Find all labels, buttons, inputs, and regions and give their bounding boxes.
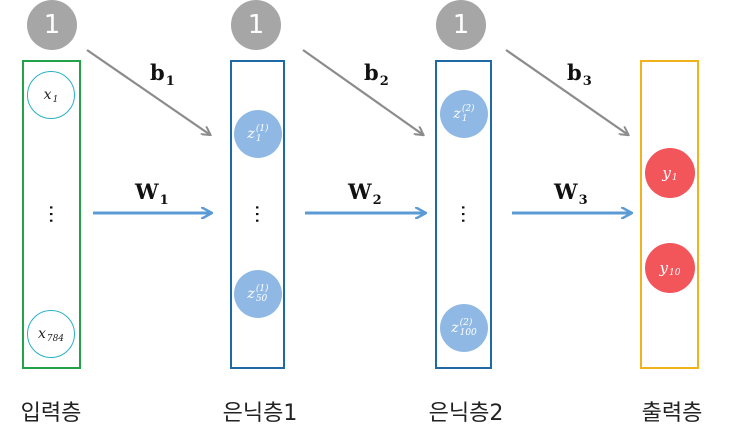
bias-label-1: b1 [150, 60, 175, 89]
weight-label-1: W1 [135, 179, 169, 208]
weight-label-3-symbol: W [554, 179, 578, 204]
hidden2-node-last-sub: 100 [459, 328, 477, 338]
hidden2-layer-box [435, 60, 492, 369]
hidden1-ellipsis: ⋯ [246, 204, 270, 224]
output-layer-label: 출력층 [641, 401, 703, 426]
bias-label-2-symbol: b [364, 60, 379, 85]
bias-arrow-3 [505, 49, 627, 134]
bias-label-1-sub: 1 [165, 74, 175, 89]
hidden1-layer-box [230, 60, 285, 369]
bias-label-3: b3 [567, 60, 592, 89]
weight-label-2-sub: 2 [372, 193, 382, 208]
weight-label-2: W2 [348, 179, 382, 208]
weight-label-2-symbol: W [348, 179, 372, 204]
bias-label-1-symbol: b [150, 60, 165, 85]
weight-label-1-sub: 1 [159, 193, 169, 208]
input-layer-box [22, 60, 81, 369]
weight-label-3: W3 [554, 179, 588, 208]
hidden1-node-last-symbol: z [247, 286, 255, 302]
bias-label-2-sub: 2 [379, 74, 389, 89]
output-layer-box [640, 60, 699, 369]
hidden1-node-last-sub: 50 [255, 294, 268, 304]
hidden2-node-first: z (2)1 [440, 90, 488, 138]
output-node-first-sub: 1 [671, 173, 678, 183]
bias-node-1: 1 [27, 0, 77, 50]
hidden1-node-first-sub: 1 [255, 134, 262, 144]
hidden1-node-last: z (1)50 [234, 270, 282, 318]
hidden2-node-last: z (2)100 [440, 304, 488, 352]
bias-label-3-symbol: b [567, 60, 582, 85]
input-layer-label: 입력층 [20, 401, 82, 426]
bias-arrow-2 [302, 49, 422, 134]
hidden2-ellipsis: ⋯ [452, 204, 476, 224]
hidden1-node-last-sup: (1) [255, 284, 269, 294]
input-node-last-sub: 784 [46, 334, 65, 344]
hidden1-node-first-symbol: z [247, 126, 255, 142]
bias-label-2: b2 [364, 60, 389, 89]
hidden1-layer-label: 은닉층1 [222, 401, 298, 426]
weight-label-3-sub: 3 [578, 193, 588, 208]
hidden2-node-first-sup: (2) [461, 104, 475, 114]
output-node-first-symbol: y [662, 164, 671, 182]
bias-node-2: 1 [231, 0, 281, 50]
weight-label-1-symbol: W [135, 179, 159, 204]
hidden2-node-first-symbol: z [453, 106, 461, 122]
hidden1-node-first: z (1)1 [234, 110, 282, 158]
bias-node-3: 1 [436, 0, 486, 50]
hidden1-node-first-sup: (1) [255, 124, 269, 134]
hidden2-node-last-sup: (2) [459, 318, 473, 328]
input-node-last-symbol: x [37, 326, 46, 342]
bias-arrow-1 [86, 49, 209, 134]
input-node-first-sub: 1 [52, 95, 59, 105]
output-node-last-symbol: y [659, 259, 669, 277]
bias-label-3-sub: 3 [582, 74, 592, 89]
hidden2-layer-label: 은닉층2 [428, 401, 504, 426]
hidden2-node-last-symbol: z [451, 320, 459, 336]
output-node-last-sub: 10 [669, 268, 681, 278]
input-node-first-symbol: x [43, 87, 52, 103]
hidden2-node-first-sub: 1 [461, 114, 468, 124]
input-ellipsis: ⋯ [40, 204, 64, 224]
